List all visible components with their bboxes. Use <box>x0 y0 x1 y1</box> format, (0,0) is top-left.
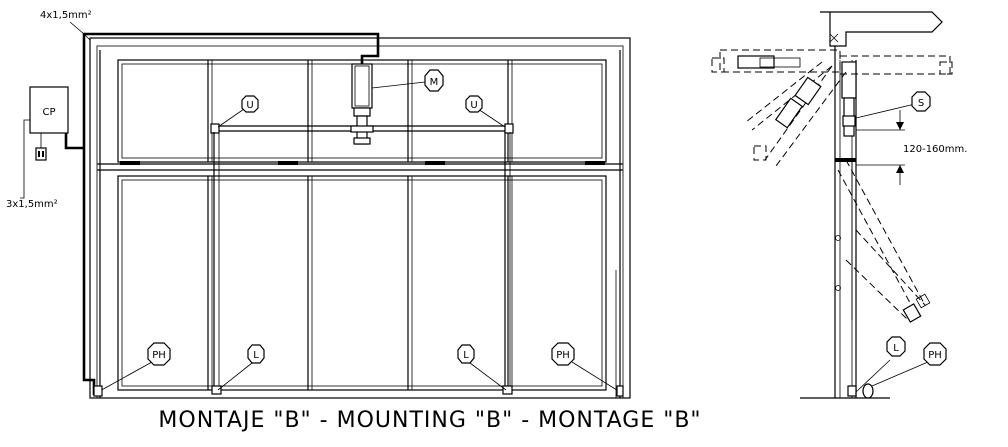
control-panel-box <box>29 86 69 134</box>
diagram-caption: MONTAJE "B" - MOUNTING "B" - MONTAGE "B" <box>158 408 701 433</box>
photocell-right-callout <box>551 342 575 366</box>
lower-left-callout <box>247 344 265 364</box>
photocell-right <box>616 385 624 397</box>
cable-route <box>82 32 380 395</box>
side-sensor-label: S <box>918 98 924 109</box>
side-photocell <box>862 383 874 399</box>
rod-foot-right <box>502 385 513 395</box>
motor-unit <box>350 63 374 145</box>
side-motor <box>841 61 857 99</box>
photocell-left-label: PH <box>152 350 166 361</box>
side-sensor-callout <box>911 91 931 112</box>
rail-bracket-left <box>210 123 220 134</box>
lower-left-label: L <box>253 350 259 361</box>
rod-foot-left <box>211 385 222 395</box>
side-lower-label: L <box>893 343 899 354</box>
lower-right-label: L <box>463 350 469 361</box>
side-photocell-callout <box>923 342 947 366</box>
rail-bracket-right <box>504 123 514 134</box>
lower-panel-inner <box>121 179 603 387</box>
dimension-marker: 120-160mm. <box>856 110 967 185</box>
hinge <box>278 161 298 165</box>
motor-callout <box>424 69 444 92</box>
photocell-left-callout <box>147 342 171 366</box>
open-position-ghosts <box>711 49 953 323</box>
photocell-right-label: PH <box>556 350 570 361</box>
side-lower-callout <box>886 336 906 357</box>
cable-left-label: 3x1,5mm² <box>6 199 58 210</box>
side-photocell-label: PH <box>928 350 942 361</box>
cable-top-label: 4x1,5mm² <box>40 10 92 21</box>
cp-cable <box>64 133 84 150</box>
motor-label: M <box>430 77 439 88</box>
photocell-left <box>93 385 103 397</box>
control-panel-label: CP <box>42 107 55 118</box>
upper-right-callout <box>465 95 483 113</box>
hinge <box>425 161 445 165</box>
upper-left-label: U <box>246 100 253 111</box>
lower-right-callout <box>457 344 475 364</box>
power-socket <box>35 147 47 161</box>
front-view: CP 4x1,5mm² 3x1,5mm² M U U L L PH <box>6 10 631 399</box>
side-view: 120-160mm. S L PH <box>711 11 967 399</box>
door-inner-frame <box>96 45 624 399</box>
hinge <box>585 161 605 165</box>
dimension-label: 120-160mm. <box>903 144 967 155</box>
lintel <box>820 11 943 47</box>
hinge <box>120 161 140 165</box>
upper-left-callout <box>241 95 259 113</box>
lower-panel <box>117 175 607 391</box>
upper-right-label: U <box>470 100 477 111</box>
